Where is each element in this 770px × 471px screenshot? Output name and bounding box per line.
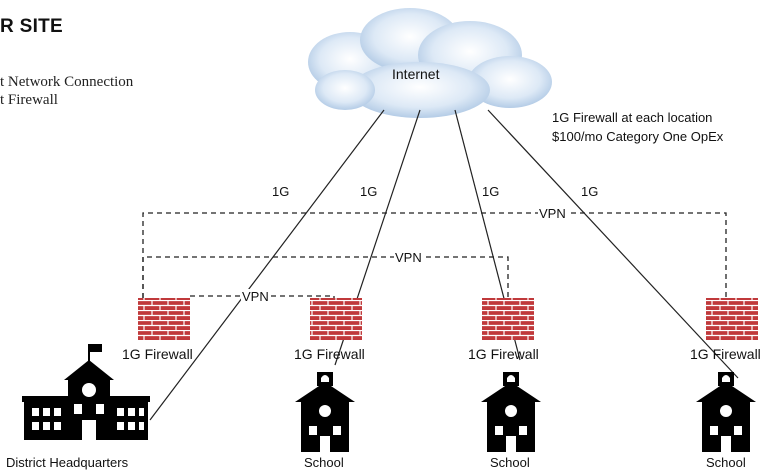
- vpn-label: VPN: [394, 250, 423, 265]
- firewall-icon: [482, 298, 534, 340]
- link-speed-label: 1G: [482, 184, 500, 199]
- firewall-icon: [138, 298, 190, 340]
- site-label: School: [706, 455, 746, 470]
- site-label: School: [304, 455, 344, 470]
- firewall-label: 1G Firewall: [122, 346, 193, 362]
- vpn-label: VPN: [538, 206, 567, 221]
- page-title: R SITE: [0, 16, 64, 37]
- note-text: $100/mo Category One OpEx: [552, 129, 724, 144]
- bullet-text: t Firewall: [0, 92, 58, 108]
- headquarters-icon: [22, 344, 150, 440]
- link-speed-label: 1G: [360, 184, 378, 199]
- site-label: School: [490, 455, 530, 470]
- vpn-label: VPN: [241, 289, 270, 304]
- note-text: 1G Firewall at each location: [552, 110, 713, 125]
- link-speed-label: 1G: [581, 184, 599, 199]
- firewall-label: 1G Firewall: [690, 346, 761, 362]
- link-speed-label: 1G: [272, 184, 290, 199]
- firewall-icon: [310, 298, 362, 340]
- vpn-connectors: [142, 212, 727, 298]
- internet-label: Internet: [392, 66, 440, 82]
- firewall-icon: [706, 298, 758, 340]
- site-label: District Headquarters: [6, 455, 129, 470]
- bullet-text: t Network Connection: [0, 74, 134, 90]
- firewall-label: 1G Firewall: [294, 346, 365, 362]
- internet-cloud: [308, 8, 552, 118]
- link-line-1: [149, 109, 385, 421]
- link-line-4: [487, 109, 739, 379]
- firewall-label: 1G Firewall: [468, 346, 539, 362]
